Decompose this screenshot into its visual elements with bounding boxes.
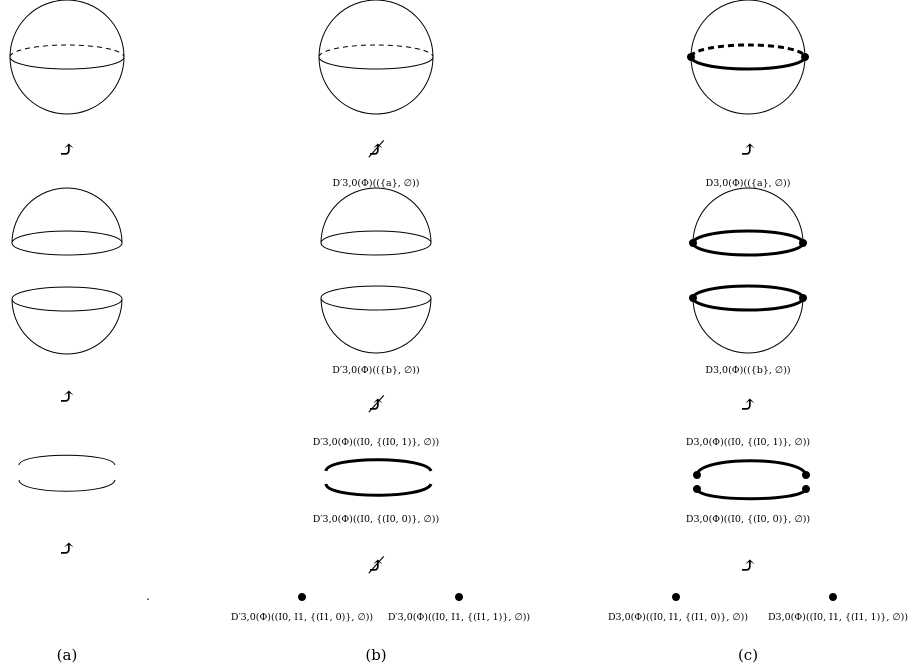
vertex-c-5 bbox=[689, 294, 697, 302]
label-b-i0: D′3,0(Φ)((I0, {(I0, 0)}, ∅)) bbox=[313, 514, 439, 525]
sphere-c bbox=[689, 0, 807, 115]
vertex-c-2 bbox=[801, 53, 809, 61]
split-circle-a bbox=[18, 454, 116, 492]
arrow-c-2: ⤴ bbox=[739, 393, 757, 418]
upper-hemisphere-a bbox=[11, 187, 123, 256]
caption-a: (a) bbox=[57, 646, 78, 664]
caption-c: (c) bbox=[738, 646, 758, 664]
label-c-i0: D3,0(Φ)((I0, {(I0, 0)}, ∅)) bbox=[686, 514, 810, 525]
lower-hemisphere-b bbox=[320, 285, 432, 354]
not-arrow-b-3: ⤴̸ bbox=[367, 554, 385, 579]
vertex-c-7 bbox=[693, 471, 701, 479]
not-arrow-b-2: ⤴̸ bbox=[367, 393, 385, 418]
vertex-c-3 bbox=[689, 239, 697, 247]
point-c-1 bbox=[829, 593, 837, 601]
label-b-b: D′3,0(Φ)(({b}, ∅)) bbox=[332, 365, 419, 376]
label-c-a: D3,0(Φ)(({a}, ∅)) bbox=[706, 178, 791, 189]
label-b-pt0: D′3,0(Φ)((I0, I1, {(I1, 0)}, ∅)) bbox=[231, 612, 373, 623]
arrow-c-3: ⤴ bbox=[739, 554, 757, 579]
panel-b: ⤴̸ D′3,0(Φ)(({a}, ∅)) D′3,0(Φ)(({b}, ∅))… bbox=[231, 0, 530, 664]
panel-a: ⤴ ⤴ ⤴ . (a) bbox=[9, 0, 150, 664]
upper-hemisphere-c bbox=[691, 187, 805, 257]
arrow-a-3: ⤴ bbox=[58, 537, 76, 562]
arrow-a-1: ⤴ bbox=[58, 138, 76, 163]
label-b-a: D′3,0(Φ)(({a}, ∅)) bbox=[333, 178, 420, 189]
vertex-c-10 bbox=[802, 485, 810, 493]
upper-hemisphere-b bbox=[320, 187, 432, 256]
vertex-c-9 bbox=[693, 485, 701, 493]
split-circle-b bbox=[324, 458, 433, 497]
sphere-b bbox=[318, 0, 434, 115]
panel-c: ⤴ D3,0(Φ)(({a}, ∅)) D3,0(Φ)(({b}, ∅)) ⤴ … bbox=[608, 0, 908, 664]
lower-hemisphere-a bbox=[11, 286, 123, 355]
arrow-c-1: ⤴ bbox=[739, 138, 757, 163]
not-arrow-b-1: ⤴̸ bbox=[367, 138, 385, 163]
label-c-pt0: D3,0(Φ)((I0, I1, {(I1, 0)}, ∅)) bbox=[608, 612, 748, 623]
split-circle-c bbox=[695, 459, 808, 501]
sphere-a bbox=[9, 0, 125, 115]
point-c-0 bbox=[672, 593, 680, 601]
point-a: . bbox=[146, 589, 150, 603]
caption-b: (b) bbox=[365, 646, 386, 664]
label-c-pt1: D3,0(Φ)((I0, I1, {(I1, 1)}, ∅)) bbox=[768, 612, 908, 623]
label-c-i1: D3,0(Φ)((I0, {(I0, 1)}, ∅)) bbox=[686, 437, 810, 448]
vertex-c-6 bbox=[799, 294, 807, 302]
point-b-0 bbox=[298, 593, 306, 601]
vertex-c-1 bbox=[687, 53, 695, 61]
point-b-1 bbox=[455, 593, 463, 601]
label-c-b: D3,0(Φ)(({b}, ∅)) bbox=[705, 365, 790, 376]
lower-hemisphere-c bbox=[691, 284, 805, 354]
vertex-c-8 bbox=[802, 471, 810, 479]
label-b-pt1: D′3,0(Φ)((I0, I1, {(I1, 1)}, ∅)) bbox=[388, 612, 530, 623]
vertex-c-4 bbox=[799, 239, 807, 247]
label-b-i1: D′3,0(Φ)((I0, {(I0, 1)}, ∅)) bbox=[313, 437, 439, 448]
arrow-a-2: ⤴ bbox=[58, 385, 76, 410]
